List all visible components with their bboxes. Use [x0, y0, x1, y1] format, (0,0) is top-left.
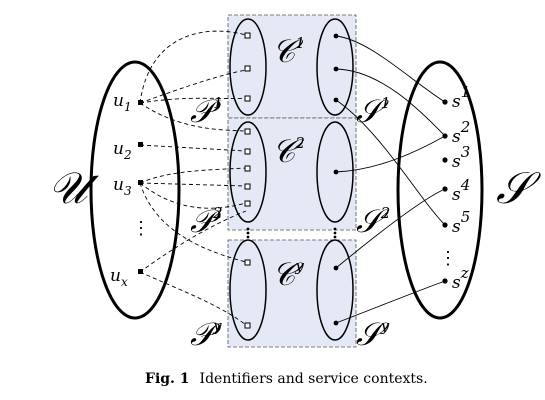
service-set-label-y: 𝒮y	[356, 315, 390, 353]
pseudonym-set-label-1: 𝒫1	[190, 92, 223, 130]
caption-label: Fig. 1	[145, 371, 190, 387]
service-ellipsis: ⋮	[439, 248, 457, 269]
pseudonym-set-label-y: 𝒫y	[190, 315, 222, 353]
pseudonym-markers	[244, 32, 251, 329]
pseudonym-ellipse-2	[229, 121, 267, 223]
service-set-ellipse-y	[316, 239, 354, 341]
pseudonym-ellipse-1	[229, 18, 267, 116]
context-label-y: 𝒞y	[272, 255, 304, 293]
service-label-2: s2	[452, 118, 470, 147]
user-markers	[138, 100, 143, 274]
between-context-dots	[246, 227, 337, 239]
pseudonym-ellipse-y	[229, 239, 267, 341]
service-set-ellipse-1	[316, 18, 354, 116]
services-set-label: 𝒮	[496, 163, 541, 214]
user-label-x: ux	[110, 266, 128, 289]
service-set-ellipse-2	[316, 121, 354, 223]
users-ellipse	[89, 60, 181, 320]
service-label-3: s3	[452, 143, 470, 172]
services-ellipse	[396, 60, 484, 320]
service-label-z: sz	[452, 264, 469, 293]
pseudonym-set-label-2: 𝒫2	[190, 202, 223, 240]
service-point-dots	[442, 99, 448, 284]
context-box-2	[227, 117, 357, 231]
user-label-1: u1	[113, 91, 132, 114]
figure-caption: Fig. 1 Identifiers and service contexts.	[145, 371, 428, 387]
service-set-dots	[333, 33, 339, 326]
user-ellipsis: ⋮	[132, 218, 150, 239]
service-label-1: s1	[452, 83, 470, 112]
user-label-3: u3	[113, 175, 132, 198]
user-pseudonym-links	[139, 30, 247, 326]
service-set-label-1: 𝒮1	[356, 92, 390, 130]
service-label-5: s5	[452, 208, 470, 237]
service-label-4: s4	[452, 176, 470, 205]
service-links	[335, 35, 446, 324]
user-label-2: u2	[113, 139, 132, 162]
service-set-label-2: 𝒮2	[356, 202, 390, 240]
caption-text: Identifiers and service contexts.	[200, 371, 428, 387]
context-box-y	[227, 239, 357, 348]
